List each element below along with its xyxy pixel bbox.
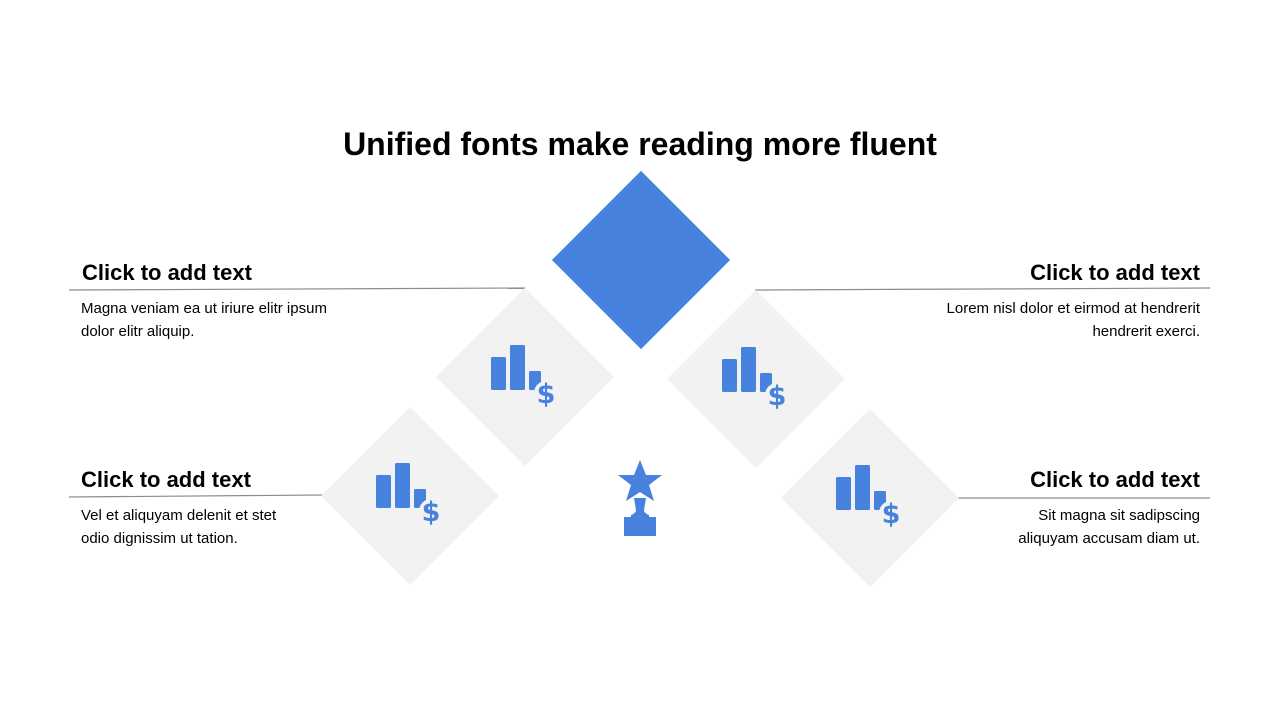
bar-chart-dollar-icon: $ bbox=[491, 345, 558, 409]
item-heading-top-right[interactable]: Click to add text bbox=[1030, 260, 1200, 285]
svg-text:$: $ bbox=[537, 379, 556, 409]
bar-chart-dollar-icon: $ bbox=[722, 347, 789, 411]
item-heading-top-left[interactable]: Click to add text bbox=[82, 260, 252, 285]
item-body-line: odio dignissim ut tation. bbox=[81, 530, 238, 547]
item-body-top-left[interactable]: Magna veniam ea ut iriure elitr ipsum do… bbox=[81, 297, 371, 343]
item-body-bottom-right[interactable]: Sit magna sit sadipscing aliquyam accusa… bbox=[960, 504, 1200, 550]
item-body-line: Lorem nisl dolor et eirmod at hendrerit bbox=[946, 300, 1200, 317]
connector-line-top-left bbox=[68, 287, 526, 291]
trophy-star-icon bbox=[618, 460, 662, 536]
item-heading-bottom-right[interactable]: Click to add text bbox=[1030, 467, 1200, 492]
svg-text:$: $ bbox=[422, 497, 441, 527]
item-body-line: aliquyam accusam diam ut. bbox=[1018, 530, 1200, 547]
item-body-line: Vel et aliquyam delenit et stet bbox=[81, 507, 277, 524]
item-body-line: dolor elitr aliquip. bbox=[81, 323, 195, 340]
item-body-line: Magna veniam ea ut iriure elitr ipsum bbox=[81, 300, 327, 317]
slide-title[interactable]: Unified fonts make reading more fluent bbox=[343, 126, 937, 162]
item-body-line: Sit magna sit sadipscing bbox=[1038, 507, 1200, 524]
item-body-line: hendrerit exerci. bbox=[1092, 323, 1200, 340]
bar-chart-dollar-icon: $ bbox=[836, 465, 903, 529]
svg-text:$: $ bbox=[882, 499, 901, 529]
item-body-bottom-left[interactable]: Vel et aliquyam delenit et stet odio dig… bbox=[81, 504, 321, 550]
svg-text:$: $ bbox=[768, 381, 787, 411]
connector-line-bottom-left bbox=[68, 494, 323, 498]
connector-line-top-right bbox=[754, 287, 1211, 291]
item-heading-bottom-left[interactable]: Click to add text bbox=[81, 467, 251, 492]
item-body-top-right[interactable]: Lorem nisl dolor et eirmod at hendrerit … bbox=[900, 297, 1200, 343]
bar-chart-dollar-icon: $ bbox=[376, 463, 443, 527]
